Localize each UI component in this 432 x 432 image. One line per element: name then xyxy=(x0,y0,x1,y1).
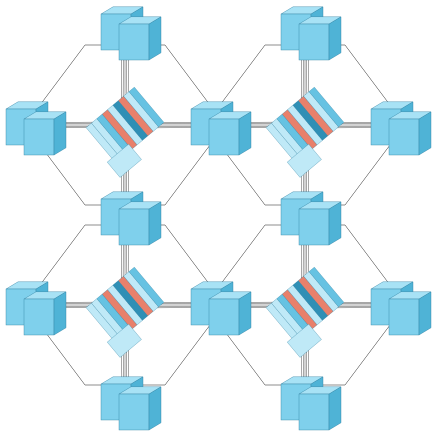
cell-3-frame xyxy=(344,224,391,286)
cell-0-stack-base xyxy=(106,143,142,178)
node-11-b-side xyxy=(328,386,342,431)
node-6-b-front xyxy=(298,208,330,246)
node-9-b-front xyxy=(388,298,420,336)
node-7-b xyxy=(23,291,67,336)
node-4-b-front xyxy=(388,118,420,156)
node-1-b-front xyxy=(298,23,330,61)
cell-3-stack-plate xyxy=(308,266,345,308)
node-0-b-front xyxy=(118,23,150,61)
node-6-b-side xyxy=(328,201,342,246)
cell-2-frame xyxy=(39,224,86,286)
cell-2-stack-plate xyxy=(128,266,165,308)
cell-1-stack-plate xyxy=(308,86,345,128)
cell-1-stack xyxy=(265,86,345,178)
node-7-b-side xyxy=(53,291,67,336)
node-6-b xyxy=(298,201,342,246)
node-0-b-side xyxy=(148,16,162,61)
node-9-b xyxy=(388,291,432,336)
cell-2-stack-base xyxy=(106,323,142,358)
node-10-b-front xyxy=(118,393,150,431)
cell-1-stack-base xyxy=(286,143,322,178)
node-7-b-front xyxy=(23,298,55,336)
cell-0-stack-plate xyxy=(128,86,165,128)
node-4-b-side xyxy=(418,111,432,156)
cell-1-frame xyxy=(219,44,266,106)
node-3-b xyxy=(208,111,252,156)
node-5-b-front xyxy=(118,208,150,246)
cell-0-frame xyxy=(39,44,86,106)
node-3-b-front xyxy=(208,118,240,156)
cell-2-stack xyxy=(85,266,165,358)
cell-0-stack xyxy=(85,86,165,178)
node-9-b-side xyxy=(418,291,432,336)
cell-2-frame xyxy=(164,324,211,386)
node-8-b-front xyxy=(208,298,240,336)
node-8-b-side xyxy=(238,291,252,336)
node-11-b-front xyxy=(298,393,330,431)
cell-0-frame xyxy=(164,44,211,106)
cell-1-frame xyxy=(344,44,391,106)
cell-3-stack xyxy=(265,266,345,358)
node-2-b xyxy=(23,111,67,156)
node-10-b xyxy=(118,386,162,431)
node-1-b-side xyxy=(328,16,342,61)
node-0-b xyxy=(118,16,162,61)
node-1-b xyxy=(298,16,342,61)
cell-1-frame xyxy=(344,144,391,206)
cell-0-frame xyxy=(164,144,211,206)
node-5-b-side xyxy=(148,201,162,246)
node-8-b xyxy=(208,291,252,336)
cell-2-frame xyxy=(164,224,211,286)
linker-wires xyxy=(21,27,409,398)
node-3-b-side xyxy=(238,111,252,156)
node-2-b-front xyxy=(23,118,55,156)
cell-3-frame xyxy=(344,324,391,386)
cell-3-stack-base xyxy=(286,323,322,358)
node-2-b-side xyxy=(53,111,67,156)
node-11-b xyxy=(298,386,342,431)
node-4-b xyxy=(388,111,432,156)
linker-stacks xyxy=(85,86,345,358)
cell-3-frame xyxy=(219,224,266,286)
node-cubes xyxy=(5,6,432,431)
node-5-b xyxy=(118,201,162,246)
node-10-b-side xyxy=(148,386,162,431)
